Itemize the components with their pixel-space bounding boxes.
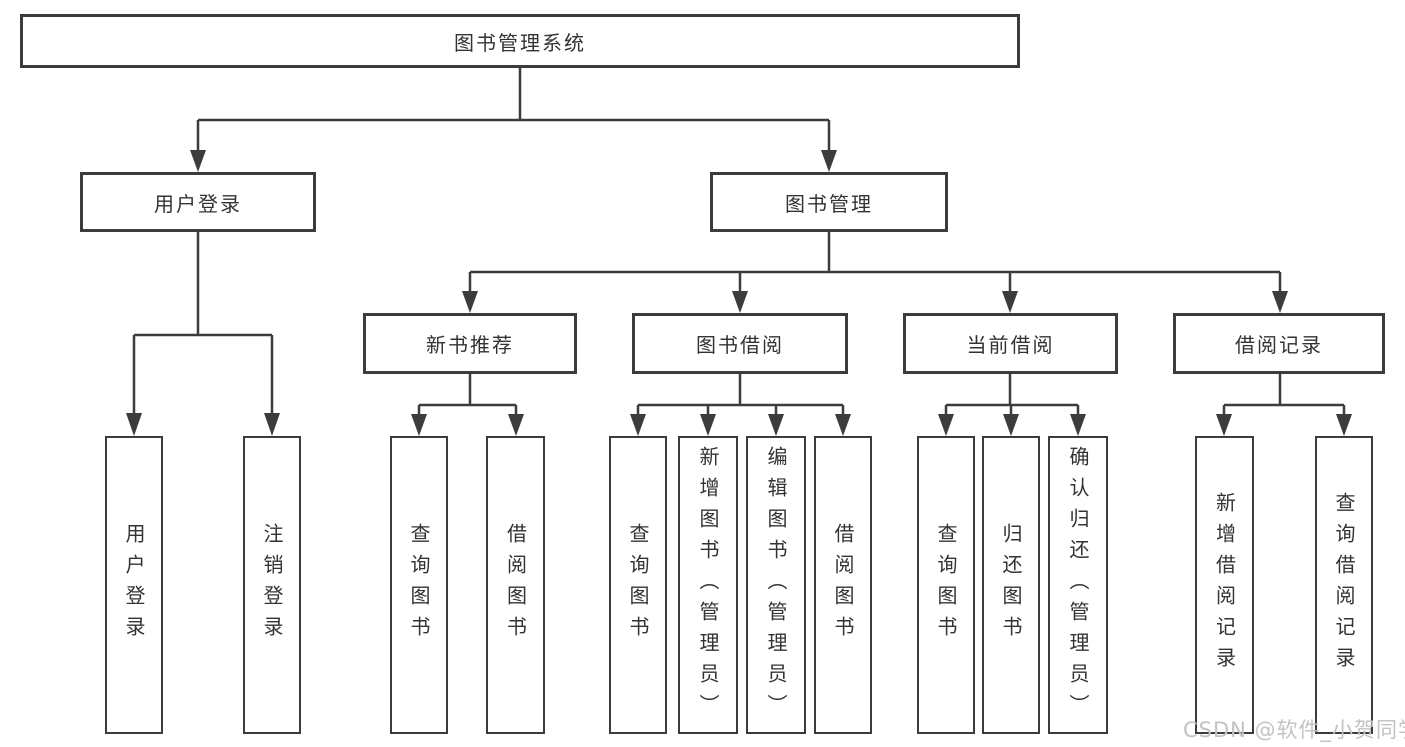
node-book-management: 图书管理	[710, 172, 948, 232]
node-book-borrow: 图书借阅	[632, 313, 848, 374]
leaf-confirm-return-admin: 确认归还（管理员）	[1048, 436, 1108, 734]
leaf-label: 查询图书	[407, 523, 431, 647]
leaf-label: 注销登录	[260, 523, 284, 647]
leaf-edit-book-admin: 编辑图书（管理员）	[746, 436, 806, 734]
leaf-label: 用户登录	[122, 523, 146, 647]
leaf-return-books: 归还图书	[982, 436, 1040, 734]
leaf-query-books-recommend: 查询图书	[390, 436, 448, 734]
leaf-user-login: 用户登录	[105, 436, 163, 734]
leaf-add-borrow-record: 新增借阅记录	[1195, 436, 1254, 734]
leaf-query-books-current: 查询图书	[917, 436, 975, 734]
node-current-borrow: 当前借阅	[903, 313, 1118, 374]
leaf-label: 借阅图书	[831, 523, 855, 647]
leaf-label: 确认归还（管理员）	[1066, 445, 1090, 725]
leaf-query-borrow-record: 查询借阅记录	[1315, 436, 1373, 734]
leaf-label: 编辑图书（管理员）	[764, 445, 788, 725]
node-new-book-recommend: 新书推荐	[363, 313, 577, 374]
leaf-label: 查询图书	[626, 523, 650, 647]
leaf-label: 新增借阅记录	[1212, 492, 1237, 678]
node-user-login: 用户登录	[80, 172, 316, 232]
leaf-label: 新增图书（管理员）	[696, 445, 720, 725]
leaf-label: 借阅图书	[503, 523, 528, 647]
node-borrow-records: 借阅记录	[1173, 313, 1385, 374]
leaf-query-books-borrow: 查询图书	[609, 436, 667, 734]
node-library-management-system: 图书管理系统	[20, 14, 1020, 68]
leaf-label: 查询借阅记录	[1332, 492, 1356, 678]
leaf-add-book-admin: 新增图书（管理员）	[678, 436, 738, 734]
leaf-borrow-books-recommend: 借阅图书	[486, 436, 545, 734]
leaf-label: 归还图书	[999, 523, 1023, 647]
csdn-watermark: CSDN @软件_小贺同学	[1183, 718, 1405, 742]
arrowheads	[126, 150, 1352, 436]
leaf-borrow-books: 借阅图书	[814, 436, 872, 734]
leaf-logout: 注销登录	[243, 436, 301, 734]
leaf-label: 查询图书	[934, 523, 958, 647]
